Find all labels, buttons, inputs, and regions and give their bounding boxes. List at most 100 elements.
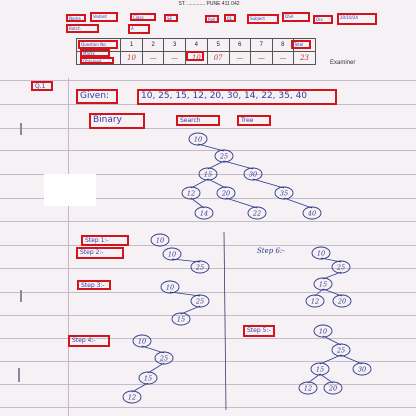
tree-edge [225,197,258,209]
tree-edge [319,373,334,384]
tree-node: 20 [332,294,352,308]
marks-cell: — [271,51,295,65]
tree-edge [340,354,363,365]
tree-node: 30 [243,167,263,181]
svg-text:25: 25 [159,355,168,363]
institution-line: ST. ............. PUNE 411 042 [178,1,240,7]
marks-cell: — [228,51,252,65]
svg-text:10: 10 [317,250,325,258]
tree-edge [252,178,285,189]
subject-value: DSA [282,12,310,22]
step-1-label: Step 1:- [81,235,129,246]
tree-node: 15 [310,362,330,376]
svg-text:25: 25 [336,264,345,272]
tree-edge [147,362,165,374]
step-5-label: Step 5:- [243,325,275,337]
obtained-label: Obtained [80,57,114,64]
svg-text:25: 25 [336,347,345,355]
rule-line [0,80,416,81]
tree-node: 10 [162,247,182,261]
tree-node: 25 [331,343,351,357]
tree-edge [322,288,343,297]
tree-node: 25 [190,294,210,308]
svg-text:25: 25 [219,153,228,161]
title-binary: Binary [89,113,145,129]
tree-node: 25 [331,260,351,274]
batch-label: Batch [66,24,99,33]
tree-node: 10 [311,246,331,260]
svg-text:10: 10 [168,251,176,259]
tree-edge [169,291,201,297]
svg-text:22: 22 [252,210,261,218]
tree-node: 15 [313,277,333,291]
given-values: 10, 25, 15, 12, 20, 30, 14, 22, 35, 40 [137,89,337,105]
total-marks-cell: 23 [293,51,316,65]
svg-text:14: 14 [200,210,208,218]
svg-text:15: 15 [177,316,185,324]
question-number: Q.1 [31,81,53,91]
svg-text:25: 25 [195,264,204,272]
rule-line [0,245,416,246]
punch-mark [20,123,22,135]
roll-label: Roll No. [205,15,219,23]
svg-text:15: 15 [319,281,327,289]
tree-edge [190,178,209,189]
step-2-label: Step 2:- [76,247,124,259]
tree-node: 25 [190,260,210,274]
tree-edge [322,271,342,280]
tree-node: 10 [150,233,170,247]
tree-edge [322,335,342,346]
svg-text:12: 12 [311,298,319,306]
tree-edge [190,197,205,209]
rule-line [0,221,416,222]
tree-node: 35 [274,186,294,200]
rule-line [0,361,416,362]
marks-cell: 07 [206,51,230,65]
name-value: Vedant [90,12,118,22]
tree-node: 20 [216,186,236,200]
name-label: Name [66,14,86,22]
svg-text:15: 15 [316,366,324,374]
examiner-label: Examiner [330,60,356,66]
rule-line [0,268,416,269]
rule-line [0,407,416,408]
step-4-label: Step 4:- [68,335,110,347]
tree-node: 15 [138,371,158,385]
svg-text:35: 35 [280,190,288,198]
date-value: 20/10/24 [337,13,377,25]
svg-text:20: 20 [337,298,346,306]
tree-edge [319,354,342,365]
obtained-4-box [186,51,204,61]
total-label: Total [291,40,311,49]
tree-node: 20 [323,381,343,395]
tree-node: 12 [298,381,318,395]
svg-text:10: 10 [166,284,174,292]
class-value: SE [164,14,178,22]
rule-line [0,292,416,293]
svg-text:12: 12 [128,394,136,402]
rule-line [0,174,416,175]
tree-edge [180,305,201,315]
tree-node: 10 [188,132,208,146]
tree-edge [283,197,313,209]
step-3-label: Step 3:- [77,280,111,290]
tree-node: 10 [132,334,152,348]
svg-text:10: 10 [319,328,327,336]
svg-text:10: 10 [194,136,202,144]
rule-line [0,338,416,339]
class-label: Class [130,13,156,21]
tree-edge [223,160,254,170]
rule-line [0,150,416,151]
blank-patch [44,174,96,206]
column-divider [223,231,227,411]
tree-node: 10 [313,324,333,338]
tree-node: 25 [154,351,174,365]
rule-line [0,315,416,316]
tree-node: 15 [198,167,218,181]
svg-text:25: 25 [195,298,204,306]
tree-edge [207,178,227,189]
subject-label: Subject [247,14,279,24]
title-search: Search [176,115,220,126]
